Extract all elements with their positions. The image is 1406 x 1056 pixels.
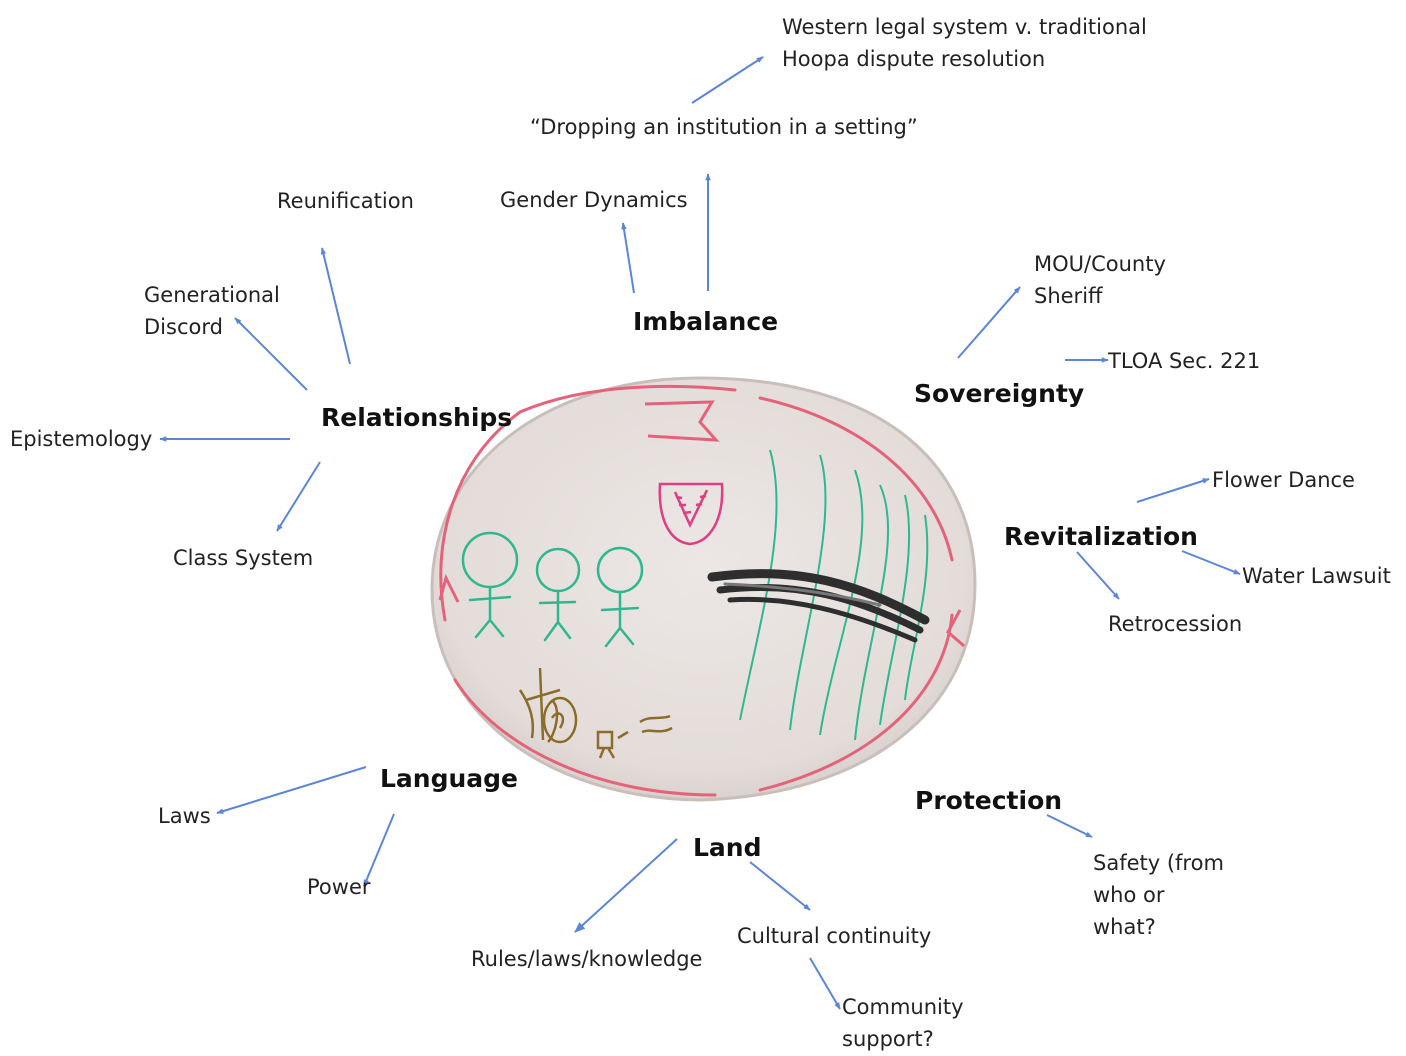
arrow-revitalization-flower [1136,478,1210,503]
label-safety-from: Safety (from [1093,851,1224,875]
label-water-lawsuit: Water Lawsuit [1242,564,1391,588]
olive-figure-sketch [518,667,673,759]
label-gender-dynamics: Gender Dynamics [500,188,688,212]
arrow-language-laws [216,766,367,814]
cycle-arrowhead [946,609,965,648]
hub-language: Language [380,764,519,793]
arrow-quote-western [691,56,764,104]
label-tloa: TLOA Sec. 221 [1108,349,1261,373]
arrow-relationships-reunification [320,247,351,365]
arrow-relationships-generational [234,317,308,391]
whiteboard-ellipse [430,376,977,802]
label-generational: Generational [144,283,280,307]
label-discord: Discord [144,315,223,339]
whiteboard-drawing [430,376,977,802]
cycle-arrowhead [644,400,720,442]
cycle-loop-line [439,384,954,797]
arrow-imbalance-gender [621,222,635,294]
label-community: Community [842,995,964,1019]
label-dropping-institution: “Dropping an institution in a setting” [530,115,918,139]
label-retrocession: Retrocession [1108,612,1243,636]
arrow-relationships-class [276,461,321,532]
arrow-sovereignty-mou [957,286,1021,359]
label-rules-laws-knowledge: Rules/laws/knowledge [471,947,703,971]
label-who-or: who or [1093,883,1165,907]
arrow-land-rules [574,838,678,933]
hub-land: Land [693,833,762,862]
arrow-language-power [363,813,395,887]
shield-symbol [658,482,724,546]
connector-arrows [159,56,1241,1010]
label-sheriff: Sheriff [1034,284,1103,308]
label-reunification: Reunification [277,189,414,213]
arrow-cultural-community [809,957,841,1010]
arrow-revitalization-retro [1076,551,1120,600]
ink-smudge [707,569,930,643]
hub-imbalance: Imbalance [633,307,779,336]
arrow-land-cultural [749,861,811,911]
hub-protection: Protection [915,786,1063,815]
hub-relationships: Relationships [321,403,513,432]
label-class-system: Class System [173,546,314,570]
label-flower-dance: Flower Dance [1212,468,1355,492]
arrow-protection-safety [1046,814,1093,838]
hub-sovereignty: Sovereignty [914,379,1085,408]
label-laws: Laws [158,804,211,828]
label-what: what? [1093,915,1156,939]
arrow-revitalization-water [1181,550,1241,575]
stick-figures [461,531,644,648]
label-western-legal-2: Hoopa dispute resolution [782,47,1046,71]
label-support: support? [842,1027,934,1051]
label-western-legal-1: Western legal system v. traditional [782,15,1147,39]
cycle-arrowhead [438,573,460,603]
label-epistemology: Epistemology [10,427,153,451]
label-cultural-continuity: Cultural continuity [737,924,932,948]
hub-revitalization: Revitalization [1004,522,1198,551]
label-power: Power [307,875,371,899]
label-mou-county: MOU/County [1034,252,1166,276]
